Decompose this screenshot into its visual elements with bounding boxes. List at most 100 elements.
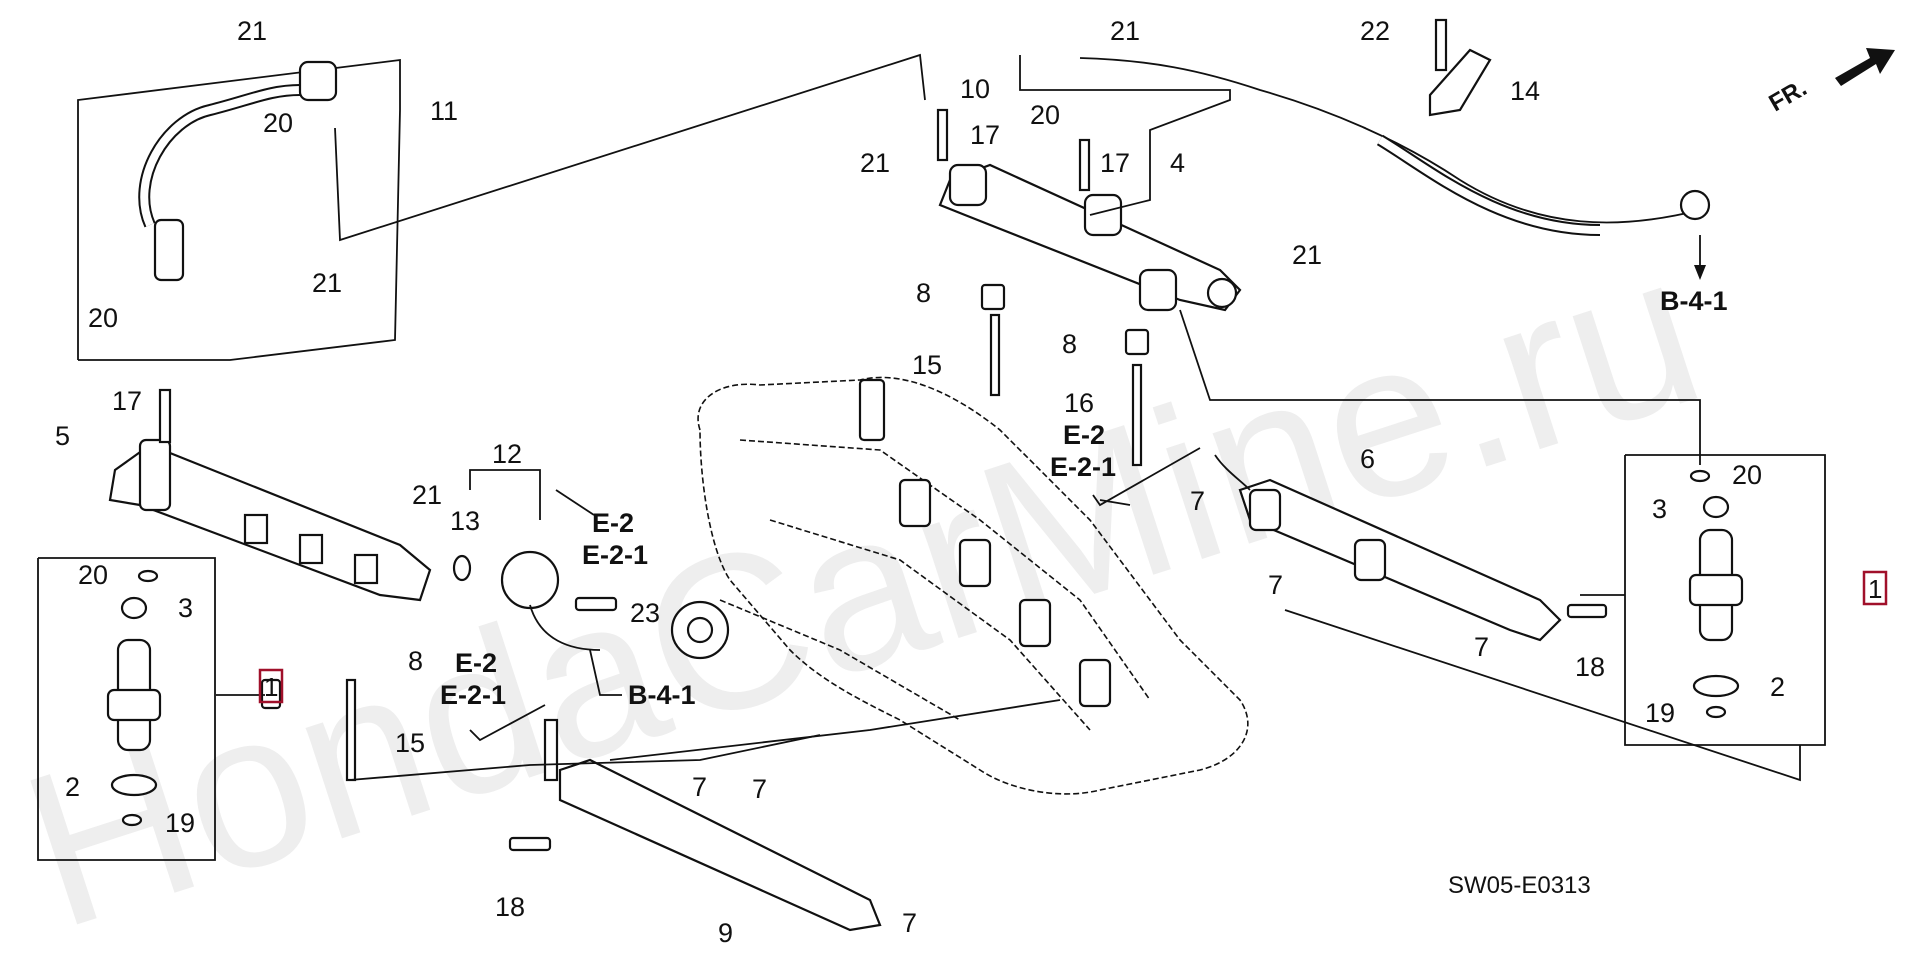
bracket-14	[1428, 48, 1492, 117]
callout-6: 6	[1360, 444, 1375, 474]
box-ref-right-frame	[1862, 570, 1888, 606]
callout-20: 20	[1732, 460, 1762, 490]
return-hose-eyelet	[1679, 189, 1711, 221]
hose-fitting-lower	[153, 218, 185, 282]
callout-7: 7	[692, 772, 707, 802]
o-ring-13	[452, 554, 472, 582]
front-direction-indicator: FR.	[1765, 48, 1895, 117]
callout-3: 3	[1652, 494, 1667, 524]
bolt-23	[574, 596, 618, 612]
seal-ring-2-right	[1692, 674, 1740, 698]
callout-7: 7	[1268, 570, 1283, 600]
cushion-ring-3-left	[120, 596, 148, 620]
callout-21: 21	[412, 480, 442, 510]
manifold-runner-3	[1018, 598, 1052, 648]
section-references: E-2 E-2-1 E-2 E-2-1 E-2 E-2-1 B-4-1 B-4-…	[440, 286, 1728, 742]
callout-21: 21	[237, 16, 267, 46]
callout-12: 12	[492, 439, 522, 469]
pressure-regulator	[452, 469, 618, 651]
fuel-rail-left-inlet	[138, 438, 172, 512]
callout-21: 21	[312, 268, 342, 298]
fuel-rail-right	[1214, 454, 1608, 642]
box-ref-left: 1	[264, 672, 278, 702]
stud-16	[1131, 363, 1143, 467]
fuel-rail-upper	[936, 55, 1242, 467]
callout-17: 17	[112, 386, 142, 416]
insulator-8-mid	[1124, 328, 1150, 356]
diagram-code: SW05-E0313	[1448, 872, 1591, 899]
bolt-18-right	[1566, 603, 1608, 619]
callout-21: 21	[1292, 240, 1322, 270]
callout-3: 3	[178, 593, 193, 623]
callout-23: 23	[630, 598, 660, 628]
hose-fitting-upper	[298, 60, 338, 102]
callout-7: 7	[1474, 632, 1489, 662]
stud-15-left	[345, 678, 357, 782]
callout-22: 22	[1360, 16, 1390, 46]
callout-8: 8	[408, 646, 423, 676]
box-refs: 1 1	[258, 570, 1888, 704]
right-rail-boss-1	[1248, 488, 1282, 532]
callout-21: 21	[1110, 16, 1140, 46]
callout-10: 10	[960, 74, 990, 104]
fuel-feed-hose-11	[77, 58, 401, 361]
callout-15: 15	[395, 728, 425, 758]
manifold-pipe	[858, 378, 886, 442]
ref-b41-mid: B-4-1	[628, 680, 696, 710]
ref-e21-mid: E-2-1	[582, 540, 648, 570]
callout-7: 7	[752, 774, 767, 804]
callout-11: 11	[430, 96, 458, 126]
callout-19: 19	[1645, 698, 1675, 728]
o-ring-19-right	[1705, 705, 1727, 719]
callout-8: 8	[916, 278, 931, 308]
manifold-runner-1	[898, 478, 932, 528]
bolt-22	[1434, 18, 1448, 72]
callout-15: 15	[912, 350, 942, 380]
callout-18: 18	[1575, 652, 1605, 682]
callout-20: 20	[263, 108, 293, 138]
callout-9: 9	[718, 918, 733, 948]
callout-5: 5	[55, 421, 70, 451]
ref-e2-upper: E-2	[1063, 420, 1105, 450]
callout-13: 13	[450, 506, 480, 536]
seal-ring-2-left	[110, 773, 158, 797]
callout-4: 4	[1170, 148, 1185, 178]
upper-rail-boss-3	[1138, 268, 1178, 312]
manifold-runner-4	[1078, 658, 1112, 708]
upper-rail-boss-1	[948, 163, 988, 207]
bracket-14-assembly	[1428, 18, 1492, 117]
cushion-ring-3-right	[1702, 495, 1730, 519]
box-ref-left-frame	[258, 668, 284, 704]
right-rail-boss-2	[1353, 538, 1387, 582]
callouts: 21 20 11 21 20 17 5 21 20 3 2 19 8 15 12…	[55, 16, 1785, 948]
ref-e21-upper: E-2-1	[1050, 452, 1116, 482]
fuel-return-hose	[1079, 57, 1711, 280]
injector-box-right	[1624, 454, 1826, 746]
stud-17-top	[936, 108, 949, 162]
leader-lines	[216, 53, 1801, 782]
callout-17: 17	[1100, 148, 1130, 178]
upper-rail-boss-2	[1083, 193, 1123, 237]
o-ring-20-right	[1689, 469, 1711, 483]
callout-7: 7	[1190, 486, 1205, 516]
injector-box-left	[37, 557, 357, 861]
callout-8: 8	[1062, 329, 1077, 359]
callout-20: 20	[78, 560, 108, 590]
rail-feed-pipe	[543, 718, 559, 782]
front-arrow-icon	[1835, 48, 1895, 86]
insulator-8-top	[980, 283, 1006, 311]
front-label: FR.	[1765, 74, 1812, 117]
fuel-rail-left	[108, 388, 432, 602]
intake-manifold-drawing	[670, 376, 1249, 795]
callout-2: 2	[65, 772, 80, 802]
box-ref-right: 1	[1868, 574, 1882, 604]
callout-2: 2	[1770, 672, 1785, 702]
upper-rail-outlet	[1206, 277, 1238, 309]
regulator-body	[500, 550, 560, 610]
manifold-runner-2	[958, 538, 992, 588]
stud-17-mid	[1078, 138, 1091, 192]
callout-20: 20	[88, 303, 118, 333]
callout-18: 18	[495, 892, 525, 922]
rail-boss-2	[298, 533, 324, 565]
